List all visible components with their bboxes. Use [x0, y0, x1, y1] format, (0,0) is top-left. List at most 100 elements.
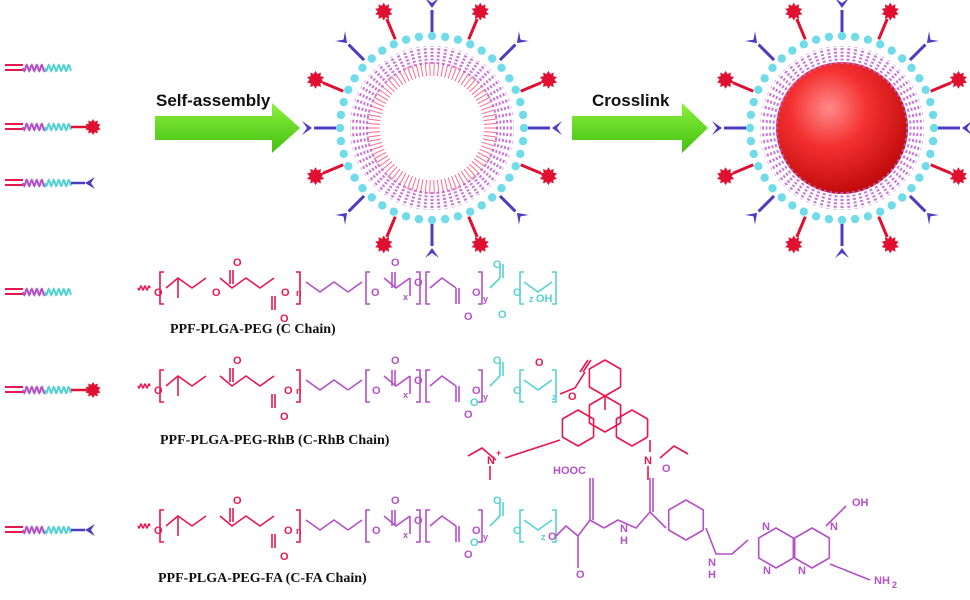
- atom-o: O: [233, 495, 242, 507]
- inner-strand: [411, 65, 417, 79]
- pteridine-ring-b: [793, 527, 831, 569]
- inner-strand: [371, 148, 385, 156]
- plga-strand: [799, 56, 812, 74]
- atom-o: O: [535, 357, 544, 369]
- rhb-end-group: [785, 235, 803, 254]
- inner-strand: [366, 118, 381, 122]
- inner-strand: [466, 166, 477, 178]
- peg-head: [876, 40, 885, 49]
- peg-head: [427, 31, 437, 41]
- peg-head: [335, 123, 345, 133]
- rhb-end-group: [307, 167, 325, 186]
- inner-strand: [475, 155, 489, 164]
- plga-strand: [799, 182, 812, 200]
- peg-carbonyl: [489, 277, 501, 289]
- inner-strand: [477, 151, 491, 160]
- plga-strand: [480, 167, 496, 182]
- plga-strand: [357, 91, 375, 103]
- inner-strand: [477, 96, 491, 105]
- peg-head: [788, 46, 797, 55]
- peg-head: [350, 173, 359, 182]
- atom-o: O: [493, 259, 502, 271]
- plga-strand: [452, 50, 462, 69]
- plga-strand: [867, 185, 879, 203]
- plga-strand: [467, 59, 481, 77]
- inner-strand: [402, 174, 410, 188]
- peg-head: [887, 46, 896, 55]
- chain-label-c: PPF-PLGA-PEG (C Chain): [170, 322, 336, 337]
- inner-strand: [366, 134, 381, 138]
- plga-strand: [890, 74, 906, 89]
- plga-strand: [893, 163, 911, 177]
- legend-chains-top: [5, 63, 101, 189]
- plga-strand: [436, 46, 441, 65]
- plga-strand: [760, 112, 780, 119]
- inner-strand: [373, 96, 387, 105]
- plga-strand: [486, 85, 504, 98]
- inner-strand: [479, 100, 493, 108]
- plga-segment: [22, 122, 46, 132]
- plga-strand: [491, 98, 510, 108]
- plga-strand: [409, 189, 417, 208]
- plga-strand: [812, 187, 822, 206]
- plga-strand: [416, 46, 423, 66]
- hollow-micelle: [302, 0, 562, 258]
- repeat-bracket: [296, 509, 301, 543]
- peg-head: [367, 193, 376, 202]
- peg-head: [414, 32, 424, 42]
- plga-strand: [901, 148, 920, 158]
- plga-strand: [378, 64, 393, 80]
- atom-oh: OH: [536, 293, 553, 305]
- inner-strand: [481, 141, 496, 147]
- plga-strand: [389, 182, 402, 200]
- plga-strand: [819, 189, 827, 208]
- plga-strand: [862, 50, 872, 69]
- plga-strand: [788, 64, 803, 80]
- atom-o: O: [414, 515, 423, 527]
- fa-end-group: [835, 0, 849, 8]
- plga-strand: [862, 187, 872, 206]
- peg-head: [777, 193, 786, 202]
- atom-o: O: [391, 355, 400, 367]
- atom-o: O: [154, 287, 163, 299]
- hollow-core: [380, 76, 484, 180]
- rhb-linker: [877, 18, 889, 40]
- atom-o: O: [284, 525, 293, 537]
- subscript-x: x: [403, 390, 408, 400]
- rhb-end-group: [375, 235, 393, 254]
- crosslink-arrow: Crosslink: [572, 91, 708, 153]
- atom-o: O: [498, 309, 507, 321]
- atom-labels: O O O O O O O O O O O O O OH n x y z O O…: [154, 257, 897, 590]
- peg-head: [516, 149, 525, 159]
- inner-strand: [402, 68, 410, 82]
- inner-strand: [480, 104, 495, 111]
- atom-o: O: [280, 411, 289, 423]
- plga-strand: [489, 153, 507, 165]
- inner-strand: [454, 174, 462, 188]
- fa-linker: [757, 43, 776, 62]
- peg-head: [401, 212, 411, 221]
- rhb-linker: [520, 163, 542, 175]
- rhb-end-group: [85, 382, 101, 398]
- plga-strand: [782, 68, 798, 84]
- rhb-linker: [795, 216, 807, 238]
- peg-head: [928, 136, 938, 146]
- plga-strand: [764, 148, 783, 158]
- plga-strand: [893, 79, 911, 93]
- peg-head: [497, 63, 506, 72]
- plga-strand: [363, 163, 381, 177]
- plga-strand: [872, 182, 885, 200]
- bond: [829, 563, 871, 581]
- fa-linker: [347, 194, 366, 213]
- glycolide: [429, 515, 457, 527]
- fa-end-group: [302, 121, 312, 135]
- atom-o: O: [371, 287, 380, 299]
- rhb-linker: [322, 81, 344, 93]
- plga-strand: [350, 137, 370, 144]
- plga-strand: [452, 187, 462, 206]
- fa-end-group: [425, 0, 439, 8]
- plga-strand: [788, 176, 803, 192]
- peg-head: [824, 214, 834, 224]
- rhb-linker: [385, 216, 397, 238]
- atom-n: N: [620, 523, 628, 535]
